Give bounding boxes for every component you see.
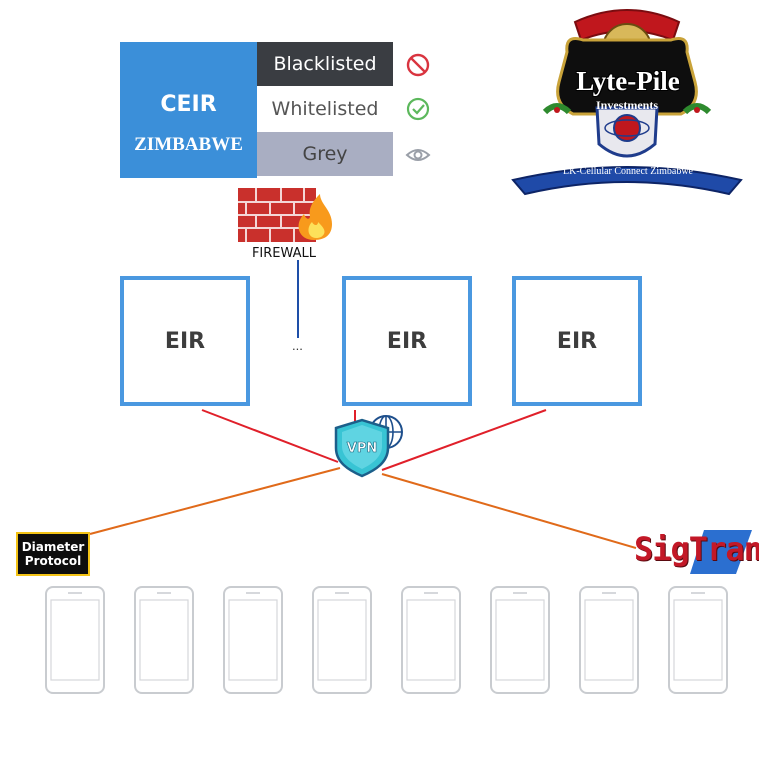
- diameter-line1: Diameter: [21, 540, 85, 554]
- ceir-title: CEIR: [160, 92, 217, 117]
- logo-title: Lyte-Pile: [576, 66, 680, 96]
- ceir-panel: [120, 42, 257, 178]
- smartphone-icon: [223, 586, 283, 694]
- diameter-link: [89, 467, 341, 535]
- smartphone-icon: [312, 586, 372, 694]
- eir-box-3: EIR: [512, 276, 642, 406]
- eir-link-right: [381, 409, 547, 471]
- smartphone-icon: [401, 586, 461, 694]
- device-row: [45, 586, 728, 694]
- ceir-subtitle: ZIMBABWE: [134, 134, 243, 155]
- smartphone-icon: [668, 586, 728, 694]
- sigtran-link: [381, 473, 637, 549]
- lyte-pile-logo: [511, 9, 743, 196]
- status-whitelisted: Whitelisted: [257, 87, 393, 131]
- vpn-label: VPN: [347, 441, 377, 456]
- sigtran-banner-icon: [690, 530, 752, 574]
- status-blacklisted: Blacklisted: [257, 42, 393, 86]
- smartphone-icon: [45, 586, 105, 694]
- firewall-icon: [238, 188, 332, 242]
- prohibited-icon: [406, 53, 430, 77]
- eir-box-1: EIR: [120, 276, 250, 406]
- eye-icon: [405, 149, 431, 161]
- check-circle-icon: [406, 97, 430, 121]
- ellipsis: ...: [292, 338, 303, 353]
- eir-link-left: [201, 409, 339, 463]
- diameter-line2: Protocol: [24, 554, 82, 568]
- smartphone-icon: [490, 586, 550, 694]
- status-grey: Grey: [257, 132, 393, 176]
- firewall-label: FIREWALL: [251, 246, 317, 261]
- smartphone-icon: [134, 586, 194, 694]
- logo-subtitle: Investments: [596, 98, 658, 112]
- vpn-shield-icon: VPN: [334, 415, 403, 478]
- diameter-protocol-badge: Diameter Protocol: [16, 532, 90, 576]
- sigtran-label: SigTran: [634, 530, 759, 568]
- smartphone-icon: [579, 586, 639, 694]
- logo-ribbon-text: LK-Cellular Connect Zimbabwe: [563, 166, 693, 177]
- eir-box-2: EIR: [342, 276, 472, 406]
